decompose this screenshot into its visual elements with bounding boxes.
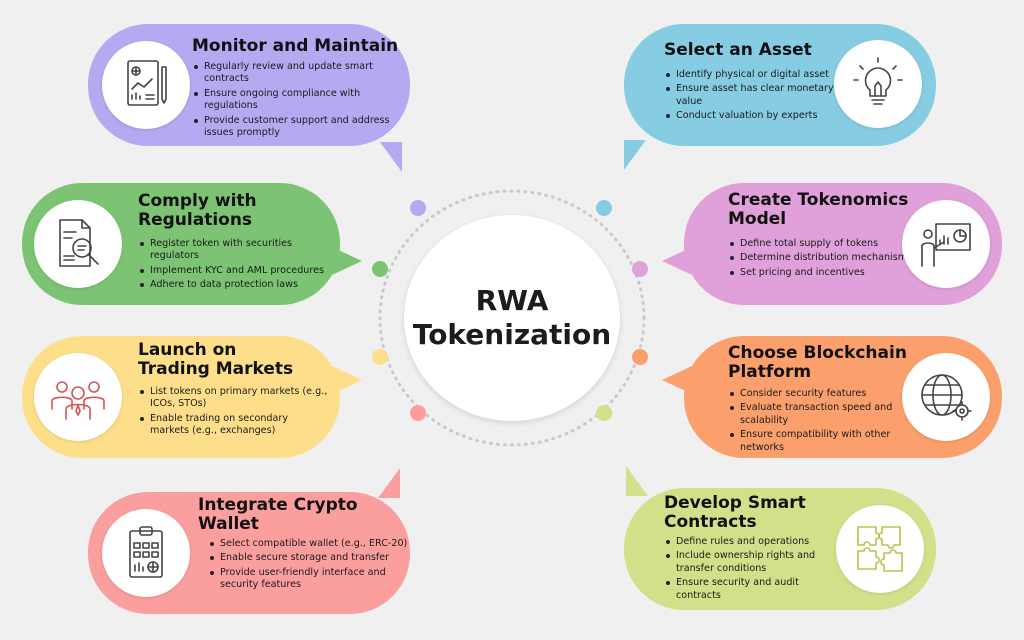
bullet-item: Define rules and operations: [666, 536, 846, 548]
bullet-item: Enable secure storage and transfer: [210, 552, 410, 564]
bullet-item: Implement KYC and AML procedures: [140, 265, 342, 277]
bullet-item: List tokens on primary markets (e.g., IC…: [140, 386, 330, 411]
ring-dot-green: [372, 261, 388, 277]
card-tail: [662, 247, 692, 275]
step-card-select: Select an Asset Identify physical or dig…: [624, 24, 936, 170]
step-title: Comply with Regulations: [138, 191, 257, 230]
ring-dot-blue: [596, 200, 612, 216]
bullet-item: Select compatible wallet (e.g., ERC-20): [210, 538, 410, 550]
center-title-line1: RWA: [475, 284, 549, 317]
bullet-item: Evaluate transaction speed and scalabili…: [730, 402, 912, 427]
document-magnifier-icon: [59, 219, 99, 267]
bullet-item: Define total supply of tokens: [730, 238, 918, 250]
step-card-wallet: Integrate Crypto Wallet Select compatibl…: [88, 468, 410, 614]
bullet-item: Provide customer support and address iss…: [194, 115, 404, 140]
step-icon-circle: [902, 353, 990, 441]
card-tail: [662, 366, 692, 394]
step-card-blockchain: Choose Blockchain Platform Consider secu…: [662, 336, 1002, 458]
step-bullet-list: List tokens on primary markets (e.g., IC…: [138, 386, 330, 440]
report-document-icon: [127, 60, 167, 106]
ring-dot-lime: [596, 405, 612, 421]
ring-dot-yellow: [372, 349, 388, 365]
bullet-item: Enable trading on secondary markets (e.g…: [140, 413, 330, 438]
bullet-item: Adhere to data protection laws: [140, 279, 342, 291]
step-card-contracts: Develop Smart Contracts Define rules and…: [624, 466, 936, 610]
step-bullet-list: Register token with securities regulator…: [138, 238, 342, 294]
step-bullet-list: Identify physical or digital asset Ensur…: [664, 69, 854, 125]
bullet-item: Ensure asset has clear monetary value: [666, 83, 854, 108]
bullet-item: Ensure security and audit contracts: [666, 577, 846, 602]
step-icon-circle: [102, 509, 190, 597]
step-icon-circle: [34, 200, 122, 288]
step-icon-circle: [34, 353, 122, 441]
presentation-icon: [921, 223, 971, 267]
people-group-icon: [51, 381, 105, 420]
bullet-item: Provide user-friendly interface and secu…: [210, 567, 410, 592]
ring-dot-purple: [410, 200, 426, 216]
card-tail: [332, 366, 362, 394]
step-title: Integrate Crypto Wallet: [198, 495, 358, 534]
lightbulb-icon: [853, 57, 903, 105]
globe-gear-icon: [921, 374, 972, 421]
step-icon-circle: [836, 505, 924, 593]
bullet-item: Conduct valuation by experts: [666, 110, 854, 122]
step-icon-circle: [834, 40, 922, 128]
bullet-item: Set pricing and incentives: [730, 267, 918, 279]
bullet-item: Register token with securities regulator…: [140, 238, 342, 263]
bullet-item: Identify physical or digital asset: [666, 69, 854, 81]
step-card-launch: Launch on Trading Markets List tokens on…: [22, 336, 362, 458]
center-circle: RWA Tokenization: [404, 215, 620, 421]
bullet-item: Ensure compatibility with other networks: [730, 429, 912, 454]
card-tail: [380, 142, 402, 172]
card-tail: [626, 466, 648, 496]
step-title: Create Tokenomics Model: [728, 190, 909, 229]
bullet-item: Determine distribution mechanisms: [730, 252, 918, 264]
step-card-tokenomics: Create Tokenomics Model Define total sup…: [662, 183, 1002, 305]
card-tail: [332, 247, 362, 275]
card-tail: [624, 140, 646, 170]
card-tail: [378, 468, 400, 498]
bullet-item: Include ownership rights and transfer co…: [666, 550, 846, 575]
puzzle-pieces-icon: [857, 526, 903, 572]
bullet-item: Ensure ongoing compliance with regulatio…: [194, 88, 404, 113]
ring-dot-orange: [632, 349, 648, 365]
step-title: Choose Blockchain Platform: [728, 343, 907, 382]
center-title-line2: Tokenization: [412, 318, 612, 351]
step-title: Develop Smart Contracts: [664, 493, 806, 532]
step-title: Select an Asset: [664, 40, 812, 60]
center-title: RWA Tokenization: [413, 284, 611, 352]
step-bullet-list: Define total supply of tokens Determine …: [728, 238, 918, 281]
ring-dot-red: [410, 405, 426, 421]
step-title: Launch on Trading Markets: [138, 340, 294, 379]
clipboard-chart-icon: [129, 526, 163, 578]
step-bullet-list: Consider security features Evaluate tran…: [728, 388, 912, 456]
step-bullet-list: Regularly review and update smart contra…: [192, 61, 404, 141]
step-icon-circle: [902, 200, 990, 288]
step-title: Monitor and Maintain: [192, 36, 399, 56]
ring-dot-magenta: [632, 261, 648, 277]
step-bullet-list: Select compatible wallet (e.g., ERC-20) …: [208, 538, 410, 594]
step-card-comply: Comply with Regulations Register token w…: [22, 183, 362, 305]
step-card-monitor: Monitor and Maintain Regularly review an…: [88, 24, 410, 172]
step-icon-circle: [102, 41, 190, 129]
bullet-item: Regularly review and update smart contra…: [194, 61, 404, 86]
bullet-item: Consider security features: [730, 388, 912, 400]
step-bullet-list: Define rules and operations Include owne…: [664, 536, 846, 604]
